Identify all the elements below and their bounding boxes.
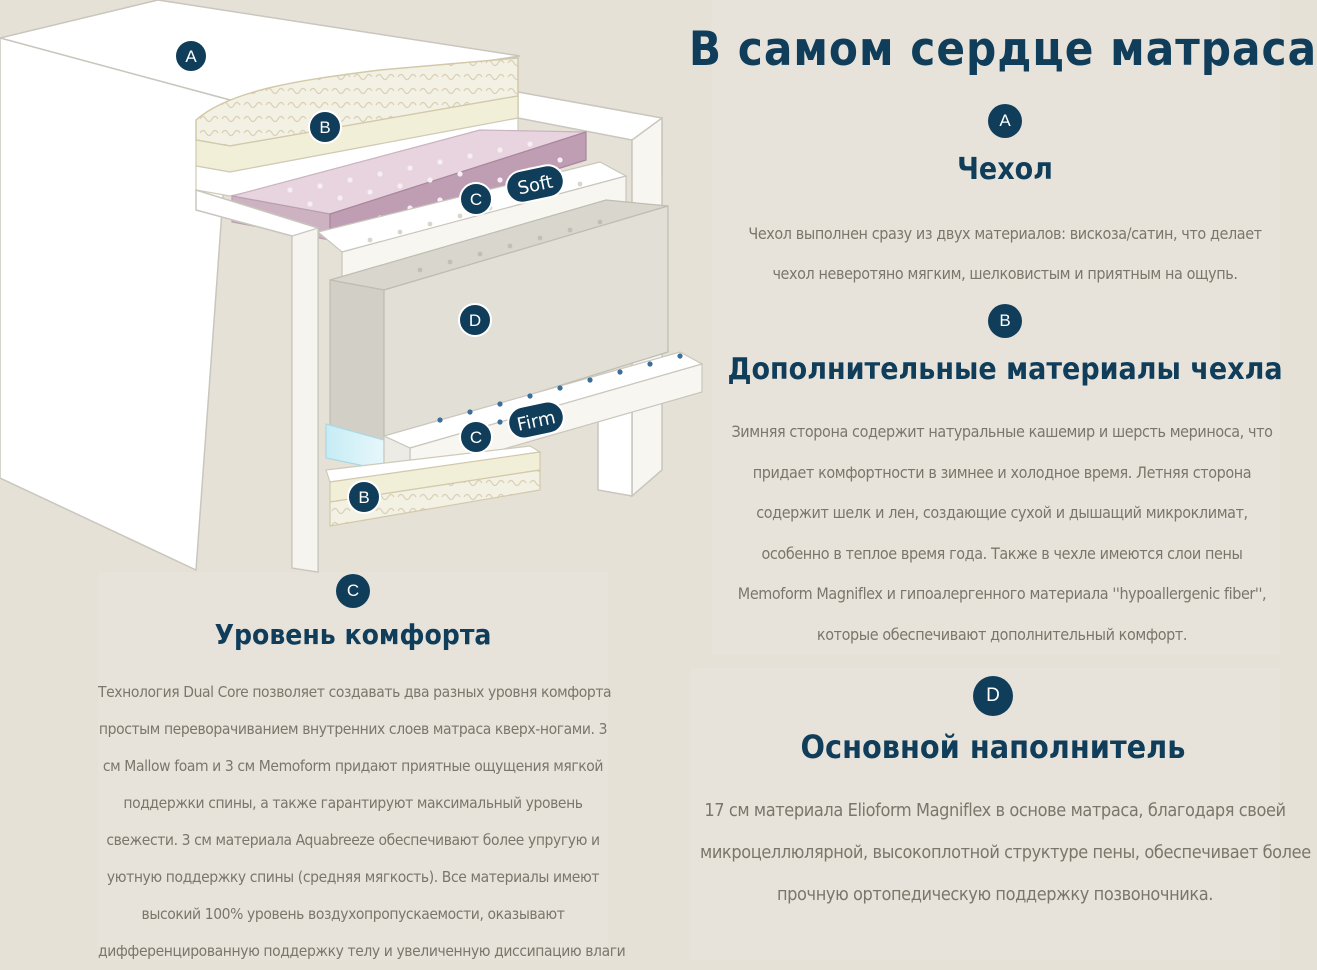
section-c-heading: Уровень комфорта [214,618,492,651]
section-a-badge: A [988,104,1022,138]
section-d-heading: Основной наполнитель [800,728,1186,766]
badge-b-bottom-diagram: B [347,480,381,514]
badge-a-diagram: A [174,39,208,73]
section-b-heading: Дополнительные материалы чехла [727,352,1283,387]
mattress-layers-diagram: A B C Soft D Firm C B [0,0,704,573]
svg-text:C: C [470,428,482,447]
svg-text:B: B [319,118,330,137]
wool-layer-bottom [325,445,542,527]
section-d-text: 17 см материала Elioform Magniflex в осн… [700,800,1311,905]
badge-d-diagram: D [458,303,492,337]
section-b-text: Зимняя сторона содержит натуральные каше… [731,422,1273,644]
svg-text:B: B [358,488,369,507]
badge-c-top-diagram: C [459,182,493,216]
section-panel-bottom-left [98,572,608,960]
wool-layer-top [195,57,519,197]
section-d-badge: D [973,676,1013,716]
svg-text:C: C [470,190,482,209]
section-panel-bottom-right [690,668,1280,960]
svg-text:D: D [469,311,481,330]
core-foam-block [329,199,669,441]
section-c-text: Технология Dual Core позволяет создавать… [98,683,626,960]
section-a-text: Чехол выполнен сразу из двух материалов:… [748,224,1262,283]
svg-text:A: A [185,47,197,66]
section-b-badge: B [988,304,1022,338]
firm-label-pill: Firm [507,400,565,440]
soft-label-pill: Soft [505,164,565,204]
section-c-badge: C [336,574,370,608]
section-a-heading: Чехол [957,152,1053,187]
badge-c-bottom-diagram: C [459,420,493,454]
badge-b-top-diagram: B [308,110,342,144]
frame-front [195,188,319,573]
page-title: В самом сердце матраса [688,22,1317,77]
